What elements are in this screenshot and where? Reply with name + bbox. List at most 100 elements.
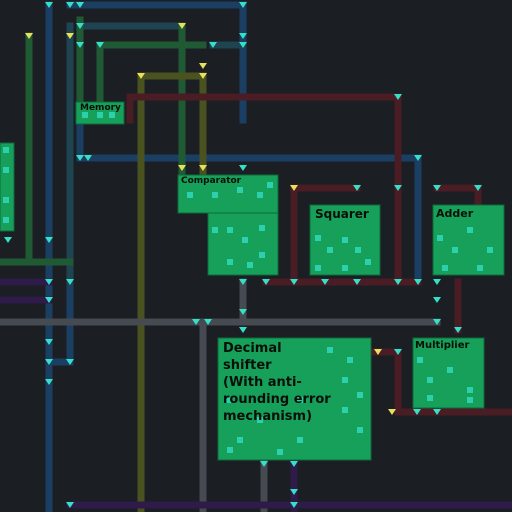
port-connector[interactable] <box>454 327 462 333</box>
port-connector[interactable] <box>199 73 207 79</box>
block-component <box>315 235 321 241</box>
port-connector[interactable] <box>178 23 186 29</box>
port-connector[interactable] <box>45 2 53 8</box>
port-connector[interactable] <box>66 279 74 285</box>
port-connector[interactable] <box>474 185 482 191</box>
port-connector[interactable] <box>262 279 270 285</box>
port-connector[interactable] <box>433 319 441 325</box>
block-decimal-shifter[interactable] <box>217 337 372 461</box>
port-connector[interactable] <box>239 327 247 333</box>
port-connector[interactable] <box>353 185 361 191</box>
teal-wires <box>66 22 247 286</box>
port-connector[interactable] <box>414 279 422 285</box>
port-connector[interactable] <box>239 33 247 39</box>
port-connector[interactable] <box>84 155 92 161</box>
port-connector[interactable] <box>76 2 84 8</box>
block-component <box>477 265 483 271</box>
port-connector[interactable] <box>433 409 441 415</box>
port-connector[interactable] <box>290 502 298 508</box>
port-connector[interactable] <box>199 63 207 69</box>
port-connector[interactable] <box>66 33 74 39</box>
port-connector[interactable] <box>66 502 74 508</box>
block-component <box>347 357 353 363</box>
port-connector[interactable] <box>66 2 74 8</box>
block-component <box>467 397 473 403</box>
wire-purple-left <box>0 278 53 304</box>
port-connector[interactable] <box>209 42 217 48</box>
port-connector[interactable] <box>239 279 247 285</box>
port-connector[interactable] <box>433 279 441 285</box>
block-component <box>297 397 303 403</box>
port-connector[interactable] <box>45 379 53 385</box>
block-component <box>3 217 9 223</box>
port-connector[interactable] <box>394 185 402 191</box>
port-connector[interactable] <box>290 185 298 191</box>
port-connector[interactable] <box>199 165 207 171</box>
port-connector[interactable] <box>239 2 247 8</box>
block-component <box>227 227 233 233</box>
port-connector[interactable] <box>394 94 402 100</box>
port-connector[interactable] <box>394 279 402 285</box>
gray-wires <box>0 278 441 512</box>
block-component <box>259 225 265 231</box>
port-connector[interactable] <box>66 359 74 365</box>
port-connector[interactable] <box>414 155 422 161</box>
block-component <box>427 395 433 401</box>
port-connector[interactable] <box>290 461 298 467</box>
block-component <box>237 187 243 193</box>
block-component <box>452 247 458 253</box>
port-connector[interactable] <box>76 23 84 29</box>
port-connector[interactable] <box>45 359 53 365</box>
block-comparator-body[interactable] <box>207 212 279 276</box>
port-connector[interactable] <box>178 165 186 171</box>
block-component <box>267 182 273 188</box>
block-component <box>297 437 303 443</box>
port-connector[interactable] <box>25 33 33 39</box>
port-connector[interactable] <box>45 339 53 345</box>
port-connector[interactable] <box>45 237 53 243</box>
block-component <box>327 347 333 353</box>
port-connector[interactable] <box>45 279 53 285</box>
port-connector[interactable] <box>96 42 104 48</box>
green-wires <box>0 16 207 266</box>
wire-red-squarer-loop <box>290 184 361 286</box>
port-connector[interactable] <box>76 155 84 161</box>
block-left-edge[interactable] <box>0 142 15 232</box>
block-component <box>427 377 433 383</box>
blocks <box>0 101 505 461</box>
block-component <box>342 237 348 243</box>
block-component <box>257 192 263 198</box>
port-connector[interactable] <box>204 319 212 325</box>
port-connector[interactable] <box>239 309 247 315</box>
block-component <box>342 407 348 413</box>
port-connector[interactable] <box>290 279 298 285</box>
port-connector[interactable] <box>239 42 247 48</box>
block-component <box>3 197 9 203</box>
port-connector[interactable] <box>388 409 396 415</box>
port-connector[interactable] <box>4 237 12 243</box>
port-connector[interactable] <box>413 409 421 415</box>
block-component <box>365 259 371 265</box>
port-connector[interactable] <box>353 279 361 285</box>
block-component <box>225 397 231 403</box>
port-connector[interactable] <box>321 279 329 285</box>
port-connector[interactable] <box>433 297 441 303</box>
port-connector[interactable] <box>374 349 382 355</box>
block-adder[interactable] <box>432 204 505 276</box>
block-component <box>357 392 363 398</box>
port-connector[interactable] <box>239 165 247 171</box>
olive-wires <box>137 72 207 512</box>
port-connector[interactable] <box>394 349 402 355</box>
block-component <box>212 227 218 233</box>
port-connector[interactable] <box>192 319 200 325</box>
port-connector[interactable] <box>433 185 441 191</box>
port-connector[interactable] <box>290 489 298 495</box>
port-connector[interactable] <box>137 73 145 79</box>
port-connector[interactable] <box>45 297 53 303</box>
port-connector[interactable] <box>260 461 268 467</box>
block-component <box>97 112 103 118</box>
block-component <box>237 437 243 443</box>
port-connector[interactable] <box>76 42 84 48</box>
block-component <box>3 167 9 173</box>
